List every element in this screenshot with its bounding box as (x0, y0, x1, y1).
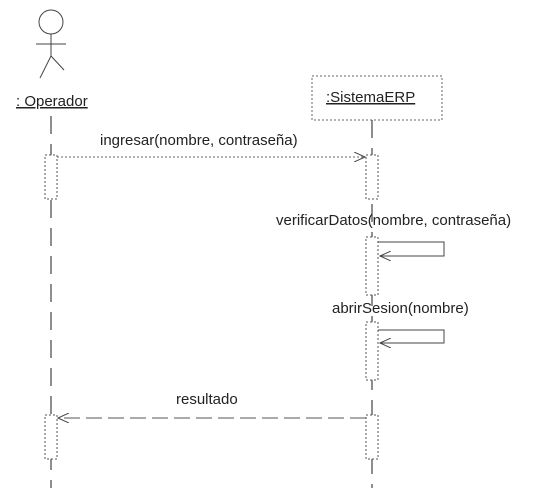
verificar-self-arrow (378, 241, 445, 256)
system-activation-1 (365, 154, 379, 200)
system-activation-4 (365, 414, 379, 460)
abrir-message-label: abrirSesion(nombre) (332, 300, 469, 317)
operator-label: : Operador (16, 93, 88, 110)
system-label: :SistemaERP (326, 89, 415, 106)
ingresar-message-label: ingresar(nombre, contraseña) (100, 132, 298, 149)
system-object-box (311, 75, 443, 121)
abrir-self-arrow (378, 329, 445, 343)
operator-activation-2 (44, 414, 58, 460)
system-activation-2 (365, 236, 379, 296)
operator-actor-icon (36, 9, 66, 79)
operator-activation-1 (44, 154, 58, 200)
verificar-message-label: verificarDatos(nombre, contraseña) (276, 212, 511, 229)
resultado-message-label: resultado (176, 391, 238, 408)
system-activation-3 (365, 321, 379, 381)
